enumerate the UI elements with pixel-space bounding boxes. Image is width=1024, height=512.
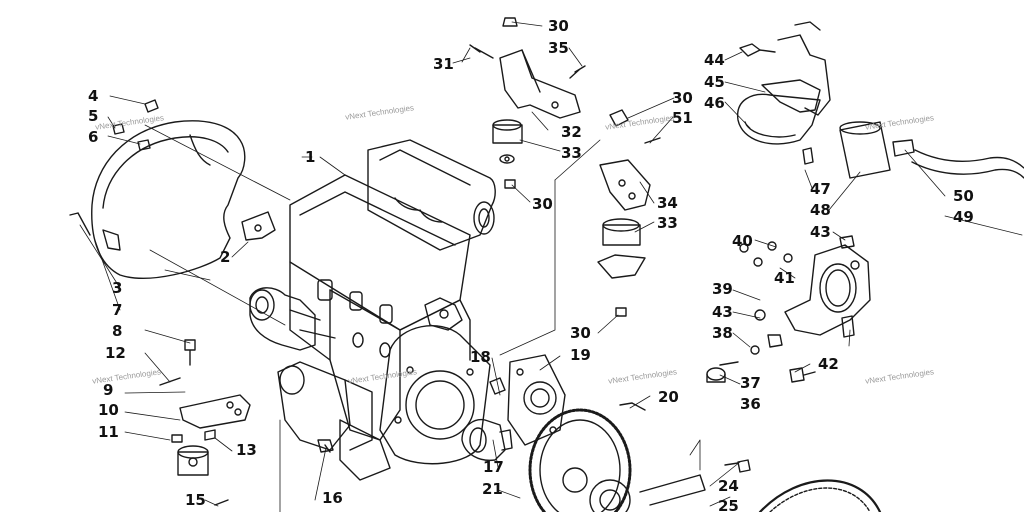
- coil-bracket-assembly: [706, 235, 871, 383]
- callout-33-top: 33: [561, 144, 582, 162]
- front-mount-bracket: [159, 339, 334, 506]
- callout-10: 10: [98, 401, 119, 419]
- callout-11: 11: [98, 423, 119, 441]
- engine-block: [249, 139, 496, 481]
- bracket-part-2: [241, 211, 276, 241]
- callout-17: 17: [483, 458, 504, 476]
- callout-6: 6: [88, 128, 99, 146]
- rear-mount-plate: [489, 354, 566, 446]
- callout-2: 2: [220, 248, 231, 266]
- callout-21: 21: [482, 480, 503, 498]
- callout-43-top: 43: [810, 223, 831, 241]
- fastener-bolts: [69, 99, 751, 473]
- callout-35: 35: [548, 39, 569, 57]
- flywheel-assembly: [461, 408, 706, 512]
- callout-40: 40: [732, 232, 753, 250]
- callout-51: 51: [672, 109, 693, 127]
- callout-37: 37: [740, 374, 761, 392]
- callout-4: 4: [88, 87, 99, 105]
- callout-5: 5: [88, 107, 99, 125]
- callout-9: 9: [103, 381, 114, 399]
- callout-16: 16: [322, 489, 343, 507]
- callout-36: 36: [740, 395, 761, 413]
- callout-32: 32: [561, 123, 582, 141]
- callout-7: 7: [112, 301, 123, 319]
- callout-8: 8: [112, 322, 123, 340]
- callout-30-lower: 30: [570, 324, 591, 342]
- callout-49: 49: [953, 208, 974, 226]
- callout-1: 1: [305, 148, 316, 166]
- callout-39: 39: [712, 280, 733, 298]
- callout-30-top: 30: [548, 17, 569, 35]
- callout-33-side: 33: [657, 214, 678, 232]
- leader-lines: [79, 21, 1023, 512]
- callout-13: 13: [236, 441, 257, 459]
- callout-18: 18: [470, 348, 491, 366]
- callout-30-right: 30: [672, 89, 693, 107]
- callout-42: 42: [818, 355, 839, 373]
- fuel-filter-assembly: [737, 21, 1024, 179]
- callout-44: 44: [704, 51, 725, 69]
- side-engine-mount: [597, 109, 661, 317]
- callout-47: 47: [810, 180, 831, 198]
- callout-20: 20: [658, 388, 679, 406]
- callout-leaders: [301, 57, 471, 158]
- callout-34: 34: [657, 194, 678, 212]
- callout-12: 12: [105, 344, 126, 362]
- callout-41: 41: [774, 269, 795, 287]
- callout-50: 50: [953, 187, 974, 205]
- callout-38: 38: [712, 324, 733, 342]
- callout-24: 24: [718, 477, 739, 495]
- callout-46: 46: [704, 94, 725, 112]
- callout-15: 15: [185, 491, 206, 509]
- callout-48: 48: [810, 201, 831, 219]
- top-engine-mount: [469, 17, 586, 189]
- callout-25: 25: [718, 497, 739, 512]
- callout-30-mid: 30: [532, 195, 553, 213]
- callout-43-lower: 43: [712, 303, 733, 321]
- callout-3: 3: [112, 279, 123, 297]
- belt-guard-cover: [91, 120, 246, 279]
- callout-45: 45: [704, 73, 725, 91]
- drive-belt: [758, 479, 882, 512]
- callout-19: 19: [570, 346, 591, 364]
- callout-31: 31: [433, 55, 454, 73]
